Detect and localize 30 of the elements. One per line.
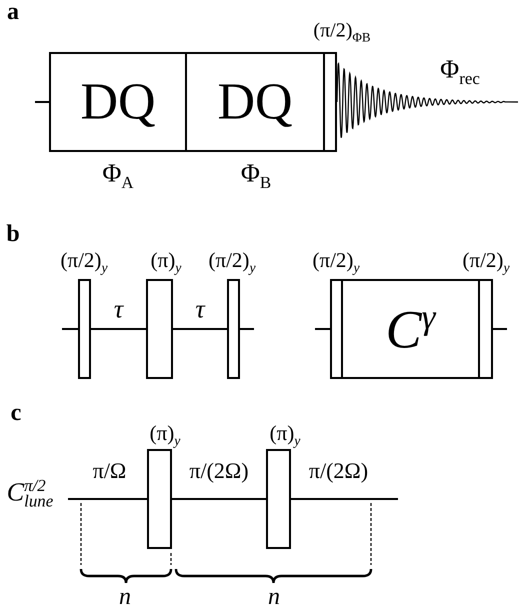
delay-line bbox=[172, 498, 266, 500]
pulse-label: (π)$_{y}$ bbox=[150, 248, 182, 276]
panel-letter: b bbox=[5, 220, 21, 248]
repeat-count: n bbox=[267, 584, 281, 610]
delay-label: π/Ω bbox=[92, 458, 128, 484]
delay-label: τ bbox=[194, 296, 206, 324]
pulse-label: (π/2)$_{ΦB}$ bbox=[312, 19, 372, 45]
panel-letter: c bbox=[10, 400, 22, 426]
block-label: DQ bbox=[216, 73, 294, 131]
delay-label: π/(2Ω) bbox=[188, 458, 250, 484]
phase-label: Φ$_{rec}$ bbox=[439, 56, 481, 88]
pulse-label: (π/2)$_{y}$ bbox=[208, 248, 256, 276]
sequence-block bbox=[343, 279, 480, 379]
block-label: C$^{γ}$ bbox=[384, 298, 438, 360]
delay-line bbox=[68, 498, 147, 500]
pulse-label: (π/2)$_{y}$ bbox=[60, 248, 108, 276]
pulse-label: (π/2)$_{y}$ bbox=[312, 248, 360, 276]
pulse-label: (π)$_{y}$ bbox=[268, 422, 302, 448]
block-label: DQ bbox=[79, 73, 157, 131]
delay-line bbox=[291, 498, 398, 500]
delay-line bbox=[173, 328, 227, 330]
phase-label: Φ$_{B}$ bbox=[240, 160, 272, 192]
delay-line bbox=[91, 328, 146, 330]
pulse-label: (π/2)$_{y}$ bbox=[462, 248, 510, 276]
repeat-count: n bbox=[118, 584, 132, 610]
pulse-label: (π)$_{y}$ bbox=[148, 422, 182, 448]
panel-letter: a bbox=[6, 0, 20, 26]
delay-label: τ bbox=[112, 296, 124, 324]
delay-label: π/(2Ω) bbox=[308, 458, 369, 484]
phase-label: Φ$_{A}$ bbox=[101, 160, 135, 192]
